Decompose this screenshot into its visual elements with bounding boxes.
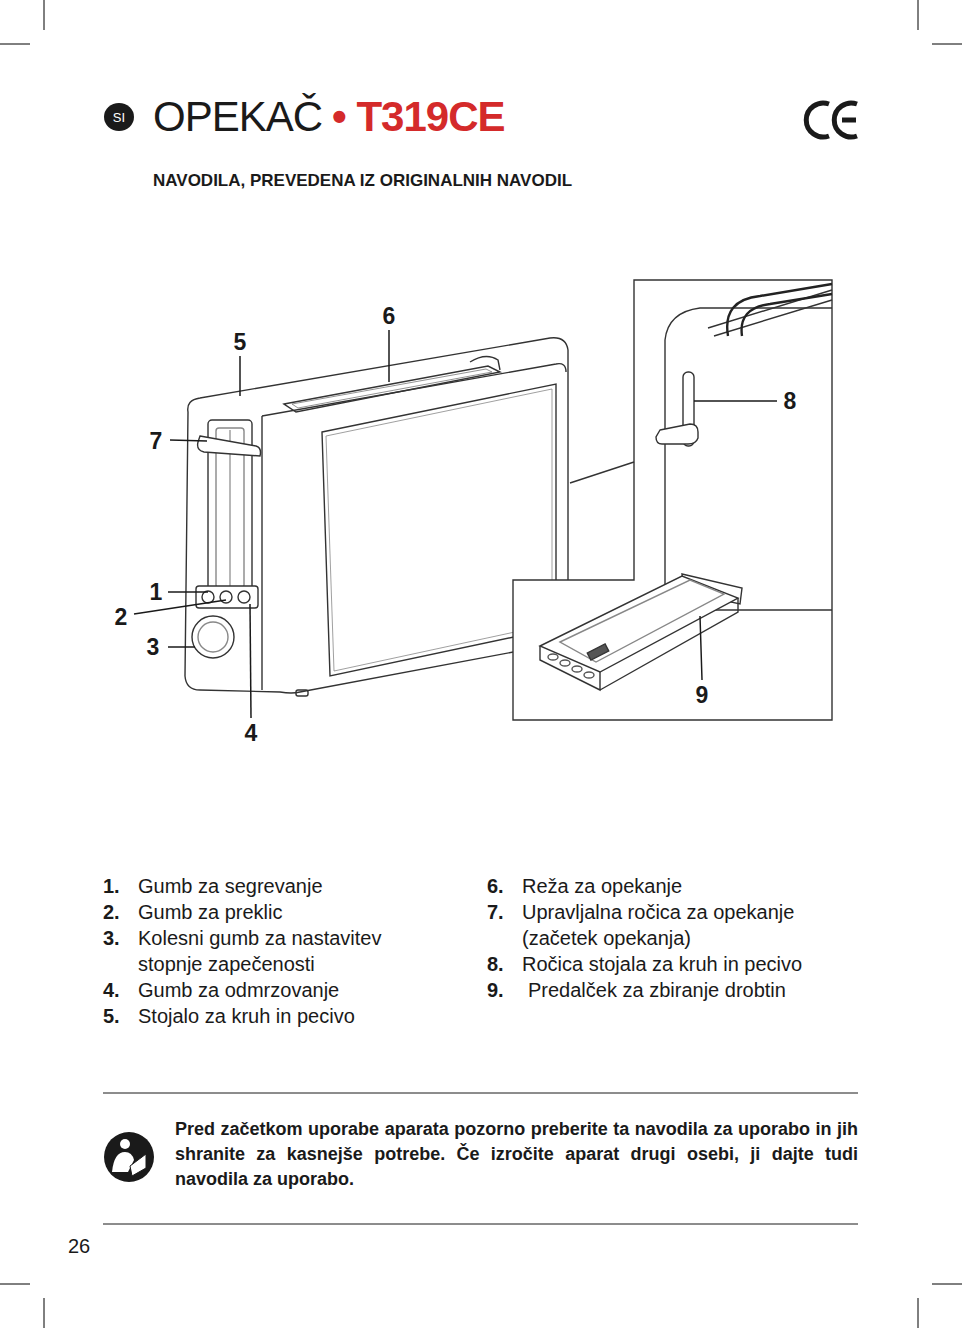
toaster-body: [185, 338, 568, 696]
list-number: 1.: [103, 873, 120, 899]
callout-number: 8: [782, 390, 799, 413]
warning-note: Pred začetkom uporabe aparata pozorno pr…: [175, 1117, 858, 1192]
list-number: 7.: [487, 899, 504, 925]
page-number: 26: [68, 1234, 90, 1258]
page-title: OPEKAČ: [153, 93, 322, 141]
list-number: 6.: [487, 873, 504, 899]
list-number: 8.: [487, 951, 504, 977]
list-number: 3.: [103, 925, 120, 951]
language-badge: SI: [104, 103, 134, 131]
callout-number: 4: [243, 722, 260, 745]
part-name: Gumb za segrevanje: [138, 873, 408, 899]
leader-lines: [134, 330, 777, 718]
callout-number: 9: [694, 684, 711, 707]
callout-number: 7: [148, 430, 165, 453]
part-name: Predalček za zbiranje drobtin: [528, 977, 828, 1003]
part-name: Gumb za odmrzovanje: [138, 977, 408, 1003]
list-number: 4.: [103, 977, 120, 1003]
list-number: 5.: [103, 1003, 120, 1029]
badge-text: SI: [113, 110, 125, 125]
part-name: Stojalo za kruh in pecivo: [138, 1003, 408, 1029]
callout-number: 3: [145, 636, 162, 659]
callout-number: 2: [113, 606, 130, 629]
part-name: Ročica stojala za kruh in pecivo: [522, 951, 822, 977]
list-number: 9.: [487, 977, 504, 1003]
part-name: Upravljalna ročica za opekanje (začetek …: [522, 899, 822, 951]
list-number: 2.: [103, 899, 120, 925]
part-name: Kolesni gumb za nastavitev stopnje zapeč…: [138, 925, 408, 977]
ce-mark: [806, 103, 857, 137]
part-name: Reža za opekanje: [522, 873, 822, 899]
callout-number: 1: [148, 581, 165, 604]
model-number: • T319CE: [332, 93, 504, 141]
detail-inset: [513, 280, 832, 720]
callout-number: 5: [232, 331, 249, 354]
subtitle: NAVODILA, PREVEDENA IZ ORIGINALNIH NAVOD…: [153, 170, 572, 192]
read-manual-icon: [104, 1132, 154, 1182]
callout-number: 6: [381, 305, 398, 328]
part-name: Gumb za preklic: [138, 899, 408, 925]
